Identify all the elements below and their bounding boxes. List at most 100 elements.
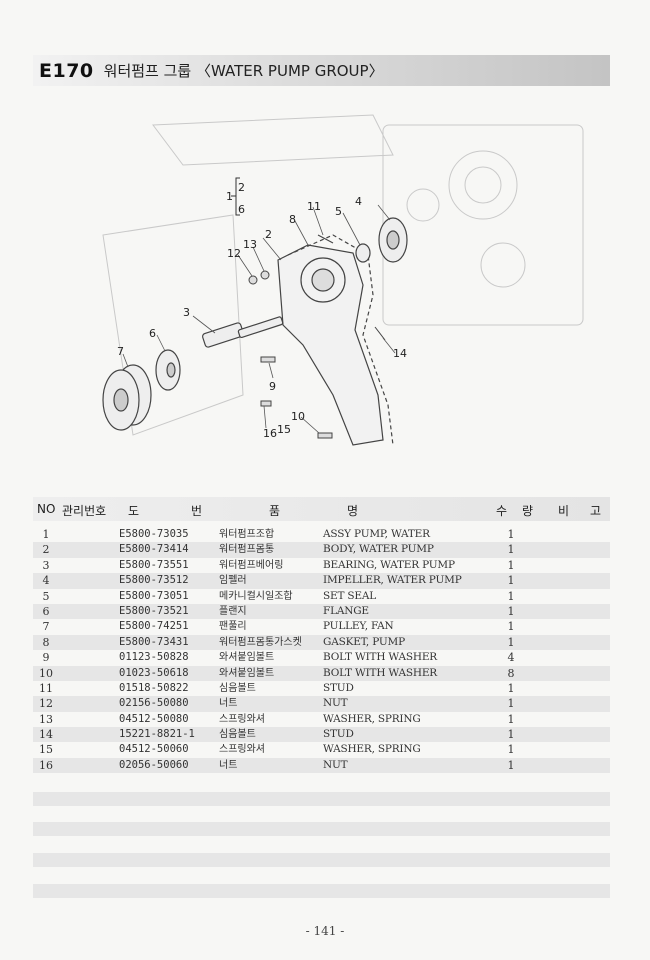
part-name-english: WASHER, SPRING xyxy=(323,712,421,725)
row-number: 14 xyxy=(39,728,53,742)
quantity: 1 xyxy=(507,528,515,541)
part-number: 04512-50080 xyxy=(119,712,189,725)
parts-table-body: 1 E5800-73035 워터펌프조합 ASSY PUMP, WATER 1 … xyxy=(33,527,610,774)
section-code: E170 xyxy=(39,59,94,82)
quantity: 4 xyxy=(507,651,515,665)
empty-table-band xyxy=(33,853,610,867)
table-row: 3 E5800-73551 워터펌프베어링 BEARING, WATER PUM… xyxy=(33,558,610,573)
part-number: 02156-50080 xyxy=(119,697,189,710)
part-number: E5800-73035 xyxy=(119,528,189,540)
quantity: 1 xyxy=(507,574,515,588)
page-number: - 141 - xyxy=(305,924,345,938)
quantity: 1 xyxy=(507,712,515,726)
header-pum: 품 xyxy=(269,504,281,518)
part-name-english: BEARING, WATER PUMP xyxy=(323,558,455,571)
part-name-english: STUD xyxy=(323,681,354,694)
callout-2-bracket: 2 xyxy=(238,181,245,194)
row-number: 10 xyxy=(39,666,53,680)
table-row: 13 04512-50080 스프링와셔 WASHER, SPRING 1 xyxy=(33,712,610,727)
row-number: 13 xyxy=(39,712,53,726)
table-row: 15 04512-50060 스프링와셔 WASHER, SPRING 1 xyxy=(33,742,610,757)
part-name-english: PULLEY, FAN xyxy=(323,620,394,633)
row-number: 4 xyxy=(42,574,50,588)
quantity: 1 xyxy=(507,589,515,603)
part-number: 04512-50060 xyxy=(119,743,189,756)
header-beon: 번 xyxy=(191,504,203,518)
part-name-korean: 와셔붙임볼트 xyxy=(219,652,275,664)
callout-8: 8 xyxy=(289,213,296,226)
part-number: E5800-74251 xyxy=(119,620,189,633)
part-name-korean: 스프링와셔 xyxy=(219,713,265,725)
table-row: 12 02156-50080 너트 NUT 1 xyxy=(33,696,610,712)
fan-pulley-drawing xyxy=(102,364,152,431)
callout-6: 6 xyxy=(149,327,156,340)
header-myeong: 명 xyxy=(347,504,359,518)
row-number: 7 xyxy=(42,620,50,634)
header-bi: 비 xyxy=(558,504,570,518)
section-title-bar: E170 워터펌프 그룹 〈WATER PUMP GROUP〉 xyxy=(33,55,610,86)
header-ryang: 량 xyxy=(522,504,534,518)
row-number: 12 xyxy=(39,697,53,711)
callout-10: 10 xyxy=(291,410,305,423)
diagram-drawing: 1 2 6 2 3 4 5 6 7 8 9 10 11 12 13 14 15 … xyxy=(102,114,584,446)
header-code: 관리번호 xyxy=(62,504,107,518)
part-number: 02056-50060 xyxy=(119,758,189,771)
quantity: 1 xyxy=(507,635,515,649)
row-number: 1 xyxy=(42,528,50,541)
quantity: 1 xyxy=(507,543,515,557)
part-name-korean: 너트 xyxy=(219,759,238,771)
quantity: 1 xyxy=(507,743,515,757)
part-name-english: NUT xyxy=(323,697,348,710)
row-number: 16 xyxy=(39,758,53,772)
part-name-korean: 메카니컬시일조합 xyxy=(219,590,293,602)
quantity: 1 xyxy=(507,681,515,695)
part-name-korean: 워터펌프베어링 xyxy=(219,559,284,571)
header-do: 도 xyxy=(128,504,140,518)
row-number: 2 xyxy=(42,543,50,557)
callout-3: 3 xyxy=(183,306,190,319)
row-number: 11 xyxy=(39,681,53,695)
section-title: 워터펌프 그룹 〈WATER PUMP GROUP〉 xyxy=(103,62,384,80)
part-name-korean: 팬풀리 xyxy=(219,621,247,633)
header-su: 수 xyxy=(496,504,508,518)
part-number: E5800-73551 xyxy=(119,558,189,571)
callout-15: 15 xyxy=(277,423,291,436)
part-name-english: STUD xyxy=(323,728,354,741)
callout-13: 13 xyxy=(243,238,257,251)
part-number: 01023-50618 xyxy=(119,666,189,679)
table-row: 7 E5800-74251 팬풀리 PULLEY, FAN 1 xyxy=(33,619,610,634)
header-go: 고 xyxy=(590,504,602,518)
part-name-korean: 심음볼트 xyxy=(219,682,256,694)
row-number: 6 xyxy=(42,604,50,618)
quantity: 1 xyxy=(507,558,515,572)
part-name-english: FLANGE xyxy=(323,604,369,617)
callout-5: 5 xyxy=(335,205,342,218)
pump-body-drawing xyxy=(277,234,394,446)
row-number: 15 xyxy=(39,743,53,757)
part-number: 01518-50822 xyxy=(119,681,189,694)
empty-table-band xyxy=(33,792,610,806)
exploded-parts-diagram: 1 2 6 2 3 4 5 6 7 8 9 10 11 12 13 14 15 … xyxy=(33,95,613,480)
callout-11: 11 xyxy=(307,200,321,213)
row-number: 9 xyxy=(42,651,50,665)
part-name-english: NUT xyxy=(323,758,348,771)
part-number: E5800-73521 xyxy=(119,604,189,617)
quantity: 1 xyxy=(507,697,515,711)
header-no: NO xyxy=(37,502,56,516)
row-number: 5 xyxy=(42,589,50,603)
table-row: 4 E5800-73512 임펠러 IMPELLER, WATER PUMP 1 xyxy=(33,573,610,589)
part-name-korean: 워터펌프몸통 xyxy=(219,544,275,556)
quantity: 1 xyxy=(507,728,515,742)
part-number: E5800-73051 xyxy=(119,589,189,602)
table-row: 5 E5800-73051 메카니컬시일조합 SET SEAL 1 xyxy=(33,589,610,604)
quantity: 1 xyxy=(507,620,515,634)
part-number: 01123-50828 xyxy=(119,651,189,664)
table-row: 2 E5800-73414 워터펌프몸통 BODY, WATER PUMP 1 xyxy=(33,542,610,558)
leader-lines xyxy=(122,204,396,434)
part-name-korean: 임펠러 xyxy=(219,575,247,587)
callout-7: 7 xyxy=(117,345,124,358)
part-name-english: WASHER, SPRING xyxy=(323,743,421,756)
callout-6-bracket: 6 xyxy=(238,203,245,216)
callout-1: 1 xyxy=(226,190,233,203)
part-name-korean: 와셔붙임볼트 xyxy=(219,667,275,679)
